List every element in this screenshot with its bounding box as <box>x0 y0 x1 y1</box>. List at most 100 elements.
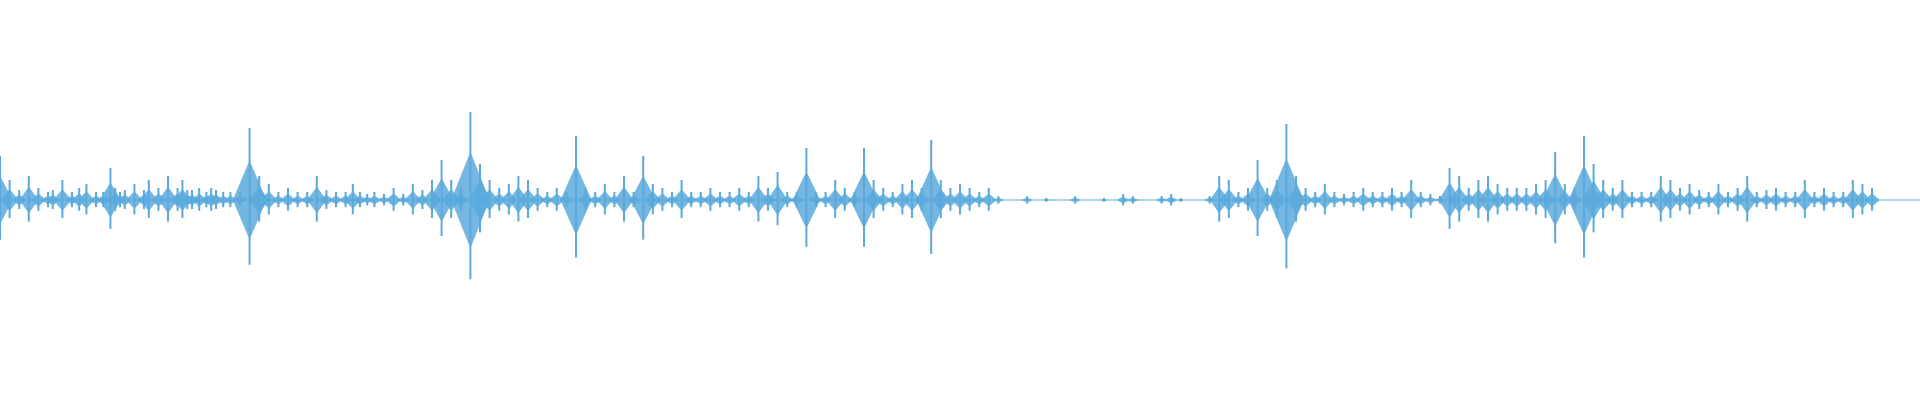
waveform-burst <box>560 164 592 236</box>
waveform-burst <box>1542 173 1569 227</box>
waveform-burst <box>1672 193 1688 207</box>
waveform-burst <box>1097 198 1111 202</box>
waveform-burst <box>1020 197 1034 203</box>
waveform-burst <box>78 191 95 209</box>
waveform-burst <box>1816 193 1832 207</box>
waveform-burst <box>1795 189 1814 211</box>
waveform-burst <box>767 184 788 216</box>
waveform-burst <box>577 193 594 207</box>
waveform-burst <box>1219 189 1238 211</box>
waveform-burst <box>1327 195 1342 205</box>
waveform-burst <box>1836 195 1851 205</box>
waveform-burst <box>367 195 382 205</box>
waveform-burst <box>931 189 950 211</box>
waveform-burst <box>1394 195 1409 205</box>
waveform-burst <box>19 186 39 214</box>
waveform-burst <box>596 191 614 209</box>
waveform-burst <box>748 186 768 214</box>
waveform-burst <box>1518 193 1535 207</box>
waveform-burst <box>1681 191 1698 209</box>
waveform-burst <box>1788 195 1803 205</box>
waveform-burst <box>549 193 565 207</box>
waveform-burst <box>318 194 334 206</box>
waveform-burst <box>722 195 737 205</box>
waveform-burst <box>158 186 178 214</box>
waveform-burst <box>1413 195 1428 205</box>
waveform-burst <box>1749 195 1764 205</box>
waveform-burst <box>702 193 719 207</box>
waveform-burst <box>654 193 671 207</box>
waveform-burst <box>290 195 305 205</box>
waveform-burst <box>875 193 891 207</box>
waveform-burst <box>139 189 158 211</box>
waveform-burst <box>864 189 883 211</box>
waveform-burst <box>1245 178 1270 222</box>
waveform-burst <box>1864 193 1880 207</box>
waveform-burst <box>30 193 47 207</box>
waveform-burst <box>826 189 845 211</box>
waveform-burst <box>808 195 824 205</box>
waveform-burst <box>307 186 327 214</box>
waveform-burst <box>961 193 978 207</box>
waveform-burst <box>1509 193 1525 207</box>
waveform-burst <box>850 171 878 229</box>
waveform-burst <box>1164 196 1179 204</box>
waveform-burst <box>1582 180 1605 220</box>
waveform-burst <box>981 193 997 207</box>
waveform-burst <box>1489 191 1506 209</box>
waveform-burst <box>792 171 821 229</box>
waveform-burst <box>1854 191 1871 209</box>
waveform-burst <box>1710 191 1727 209</box>
waveform-burst <box>780 195 795 205</box>
waveform-burst <box>1843 189 1862 211</box>
waveform-burst <box>1691 194 1707 206</box>
waveform-burst <box>1116 196 1131 204</box>
waveform-burst <box>249 186 269 214</box>
waveform-burst <box>1316 191 1334 209</box>
waveform-burst <box>1613 189 1632 211</box>
waveform-burst <box>352 195 368 205</box>
waveform-burst <box>630 175 656 225</box>
waveform-burst <box>491 193 507 207</box>
waveform-burst <box>540 195 555 205</box>
waveform-burst <box>885 195 900 205</box>
waveform-burst <box>916 167 947 233</box>
waveform-burst <box>1068 197 1082 203</box>
waveform-burst <box>1594 189 1613 211</box>
waveform-burst <box>731 193 747 207</box>
waveform-burst <box>385 193 402 207</box>
waveform-burst <box>0 189 19 211</box>
waveform-burst <box>1209 186 1229 214</box>
waveform-burst <box>1402 189 1421 211</box>
waveform-burst <box>1556 191 1574 209</box>
waveform-burst <box>1308 195 1323 205</box>
waveform-burst <box>903 189 921 211</box>
waveform-burst <box>972 195 987 205</box>
waveform-burst <box>1449 186 1469 214</box>
waveform-burst <box>468 180 492 220</box>
waveform-burst <box>529 193 546 207</box>
waveform-burst <box>1661 189 1680 211</box>
waveform-burst <box>1807 195 1822 205</box>
waveform-burst <box>1126 197 1140 203</box>
waveform-burst <box>588 195 603 205</box>
waveform-burst <box>684 195 699 205</box>
waveform-burst <box>991 197 1005 203</box>
waveform-burst <box>837 193 853 207</box>
waveform-burst <box>818 195 833 205</box>
waveform-burst <box>1737 186 1757 214</box>
waveform-burst <box>1365 195 1380 205</box>
waveform-burst <box>1778 195 1793 205</box>
waveform-burst <box>404 191 422 209</box>
waveform-burst <box>1355 193 1371 207</box>
waveform-burst <box>377 196 391 204</box>
waveform-burst <box>508 186 528 214</box>
waveform-burst <box>1624 195 1640 205</box>
waveform-burst <box>480 189 499 211</box>
waveform-burst <box>260 191 278 209</box>
waveform-burst <box>1423 196 1438 204</box>
waveform-burst <box>1634 195 1649 205</box>
waveform-burst <box>712 195 728 205</box>
waveform-burst <box>1040 198 1053 202</box>
